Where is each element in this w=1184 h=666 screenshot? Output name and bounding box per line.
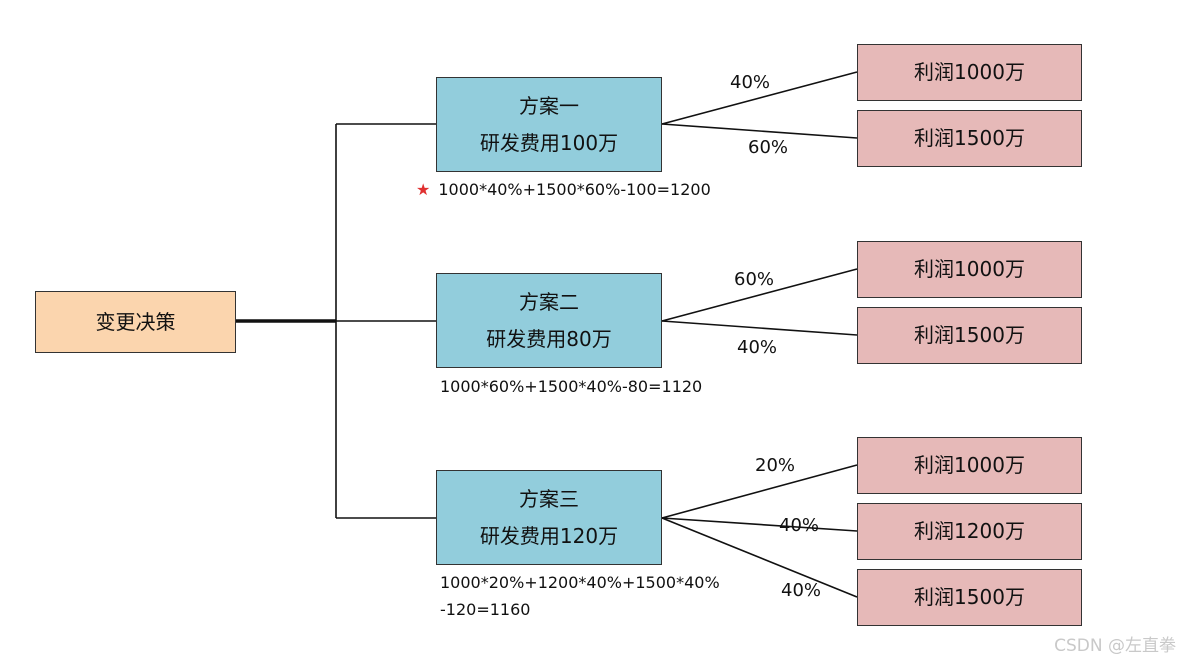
branch-line: [661, 268, 858, 322]
formula-line: 1000*20%+1200*40%+1500*40%: [440, 573, 720, 592]
formula-line: 1000*40%+1500*60%-100=1200: [438, 180, 711, 199]
profit-node: 利润1500万: [857, 307, 1082, 364]
profit-label: 利润1500万: [914, 585, 1025, 609]
plan-3-formula: 1000*20%+1200*40%+1500*40% -120=1160: [440, 569, 720, 623]
branch-line: [661, 517, 858, 532]
watermark: CSDN @左直拳: [1054, 636, 1176, 656]
branch-line: [661, 123, 858, 139]
probability-label: 40%: [737, 337, 778, 358]
profit-label: 利润1200万: [914, 519, 1025, 543]
plan-name: 方案一: [519, 93, 579, 118]
branch-line: [661, 464, 858, 519]
root-label: 变更决策: [95, 309, 176, 334]
formula-line: -120=1160: [440, 600, 531, 619]
profit-node: 利润1200万: [857, 503, 1082, 560]
plan-cost: 研发费用120万: [479, 523, 619, 548]
probability-label: 20%: [755, 455, 796, 476]
formula-line: 1000*60%+1500*40%-80=1120: [440, 377, 703, 396]
probability-label: 60%: [748, 137, 789, 158]
branch-line: [661, 71, 858, 125]
branch-line: [661, 320, 858, 336]
plan-cost: 研发费用100万: [479, 130, 619, 155]
probability-label: 40%: [730, 72, 771, 93]
profit-node: 利润1000万: [857, 241, 1082, 298]
profit-node: 利润1000万: [857, 437, 1082, 494]
plan-node-2: 方案二 研发费用80万: [436, 273, 662, 368]
profit-label: 利润1500万: [914, 126, 1025, 150]
profit-node: 利润1500万: [857, 569, 1082, 626]
probability-label: 40%: [781, 580, 822, 601]
plan-name: 方案二: [519, 289, 579, 314]
plan-1-formula: ★ 1000*40%+1500*60%-100=1200: [416, 176, 711, 203]
profit-label: 利润1000万: [914, 257, 1025, 281]
plan-name: 方案三: [519, 486, 579, 511]
plan-node-3: 方案三 研发费用120万: [436, 470, 662, 565]
profit-node: 利润1500万: [857, 110, 1082, 167]
root-node: 变更决策: [35, 291, 236, 353]
plan-2-formula: 1000*60%+1500*40%-80=1120: [440, 373, 702, 400]
profit-label: 利润1000万: [914, 453, 1025, 477]
profit-label: 利润1500万: [914, 323, 1025, 347]
profit-label: 利润1000万: [914, 60, 1025, 84]
probability-label: 60%: [734, 269, 775, 290]
probability-label: 40%: [779, 515, 820, 536]
profit-node: 利润1000万: [857, 44, 1082, 101]
plan-cost: 研发费用80万: [486, 326, 612, 351]
branch-line: [661, 517, 858, 598]
plan-node-1: 方案一 研发费用100万: [436, 77, 662, 172]
star-icon: ★: [416, 180, 431, 199]
